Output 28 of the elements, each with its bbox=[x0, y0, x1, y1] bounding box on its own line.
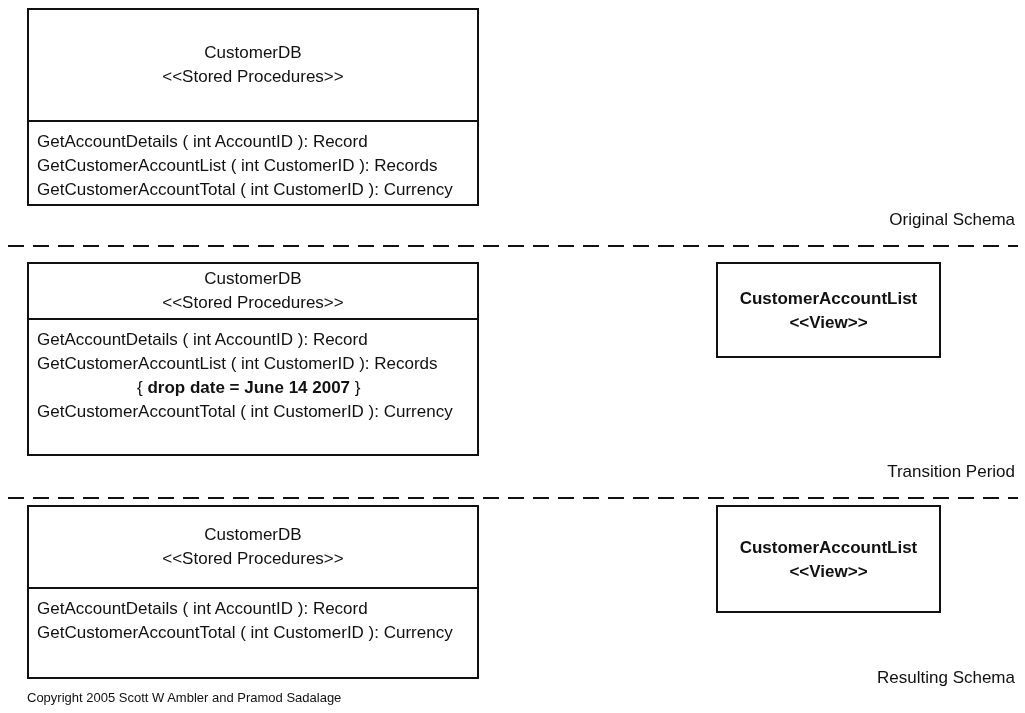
operation-text: GetAccountDetails ( int AccountID ): Record bbox=[37, 598, 368, 620]
operation-text: GetAccountDetails ( int AccountID ): Record bbox=[37, 329, 368, 351]
operation-text: GetCustomerAccountTotal ( int CustomerID ): Currency bbox=[37, 401, 453, 423]
class-box bbox=[27, 505, 479, 679]
operation-text: GetCustomerAccountList ( int CustomerID ): Records bbox=[37, 353, 438, 375]
stereotype: <<Stored Procedures>> bbox=[162, 292, 344, 314]
class-name: CustomerDB bbox=[204, 42, 302, 64]
operation-text: GetCustomerAccountTotal ( int CustomerID ): Currency bbox=[37, 179, 453, 201]
stereotype: <<View>> bbox=[789, 561, 868, 583]
class-name: CustomerDB bbox=[204, 524, 302, 546]
class-box bbox=[716, 505, 941, 613]
class-box bbox=[27, 262, 479, 456]
operation-text: GetCustomerAccountTotal ( int CustomerID ): Currency bbox=[37, 622, 453, 644]
copyright-caption: Copyright 2005 Scott W Ambler and Pramod Sadalage bbox=[27, 690, 342, 705]
section-label: Resulting Schema bbox=[877, 668, 1015, 688]
class-name: CustomerDB bbox=[204, 268, 302, 290]
operation-text: GetCustomerAccountList ( int CustomerID ): Records bbox=[37, 155, 438, 177]
operation-text: GetAccountDetails ( int AccountID ): Record bbox=[37, 131, 368, 153]
stereotype: <<Stored Procedures>> bbox=[162, 548, 344, 570]
class-box bbox=[716, 262, 941, 358]
class-name: CustomerAccountList bbox=[739, 288, 918, 310]
section-label: Original Schema bbox=[889, 210, 1015, 230]
section-label: Transition Period bbox=[887, 462, 1015, 482]
stereotype: <<Stored Procedures>> bbox=[162, 66, 344, 88]
class-box bbox=[27, 8, 479, 206]
class-name: CustomerAccountList bbox=[739, 537, 918, 559]
stereotype: <<View>> bbox=[789, 312, 868, 334]
constraint-text: { drop date = June 14 2007 } bbox=[137, 377, 361, 399]
